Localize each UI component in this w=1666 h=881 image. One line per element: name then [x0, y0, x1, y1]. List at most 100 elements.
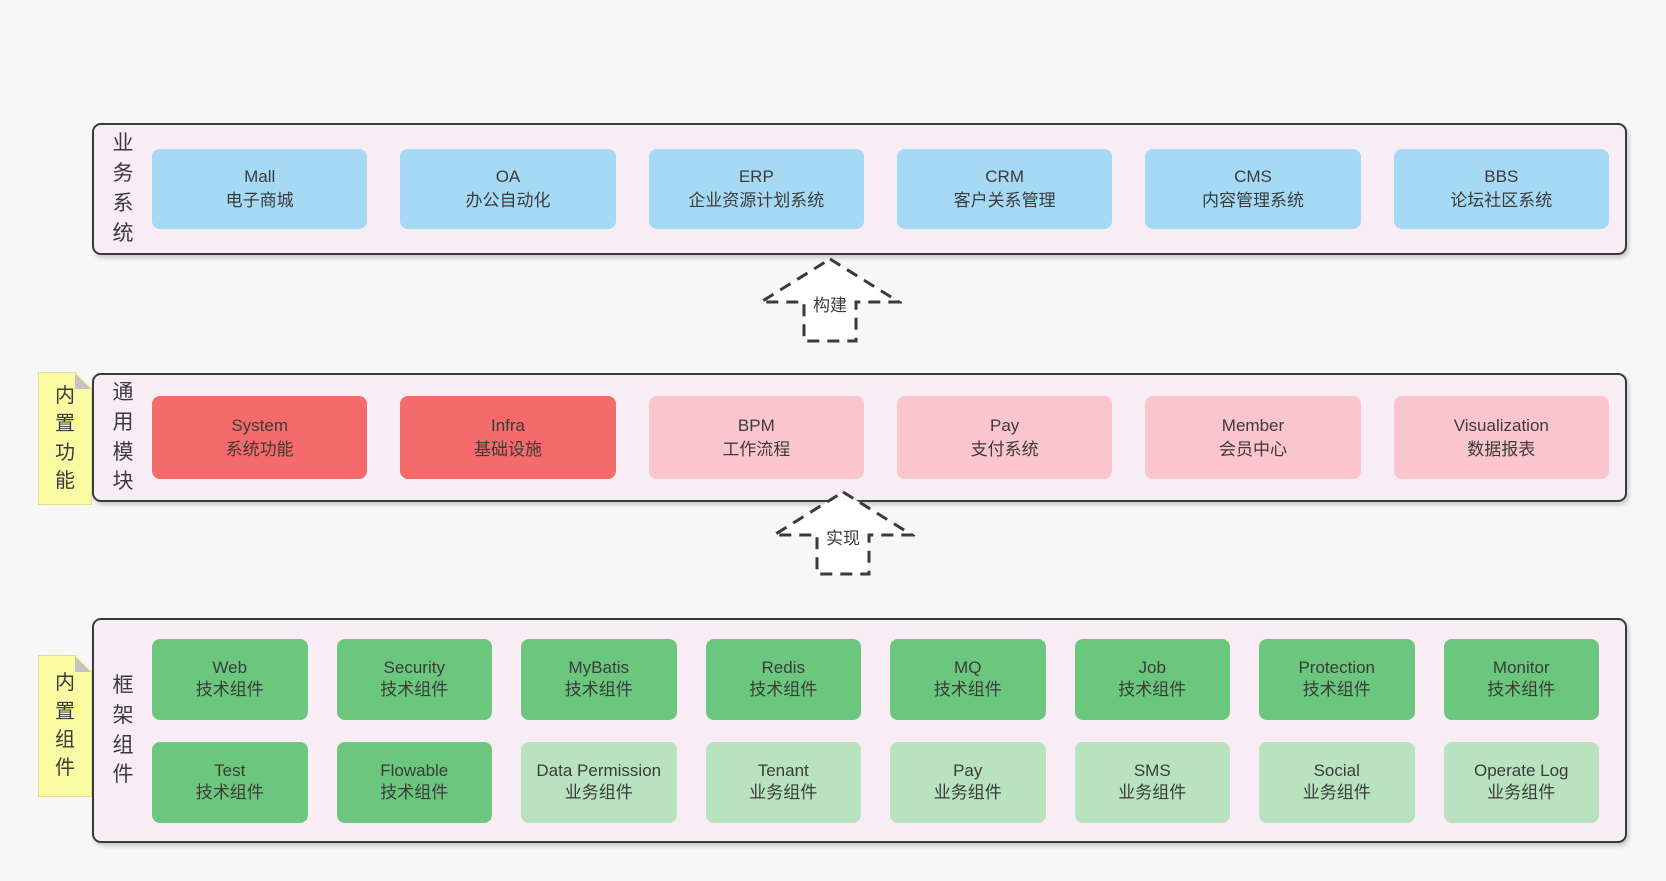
box-subtitle: 基础设施 — [473, 439, 542, 459]
box-title: MQ — [954, 657, 982, 677]
box-subtitle: 技术组件 — [380, 783, 449, 802]
box-subtitle: 会员中心 — [1218, 439, 1287, 459]
box-title: MyBatis — [568, 657, 629, 677]
modules-layer-label: 通用模块 — [112, 380, 134, 494]
box-title: CRM — [985, 167, 1024, 187]
box-mall: Mall 电子商城 — [152, 149, 368, 229]
box-title: Tenant — [757, 760, 809, 780]
sticky-label: 内置组件 — [55, 672, 75, 780]
framework-row-2: Test 技术组件 Flowable 技术组件 Data Permission … — [152, 741, 1599, 823]
box-title: SMS — [1133, 760, 1171, 780]
box-system: System 系统功能 — [152, 396, 368, 479]
box-title: Member — [1221, 415, 1285, 435]
box-crm: CRM 客户关系管理 — [896, 149, 1113, 229]
box-infra: Infra 基础设施 — [400, 396, 616, 479]
box-subtitle: 技术组件 — [195, 783, 264, 802]
box-title: System — [231, 415, 288, 435]
sticky-label: 内置功能 — [55, 384, 75, 492]
box-visualization: Visualization 数据报表 — [1393, 396, 1609, 479]
box-title: Infra — [490, 415, 525, 435]
business-boxes-row: Mall 电子商城 OA 办公自动化 ERP 企业资源计划系统 CRM 客户关系… — [152, 125, 1625, 253]
box-subtitle: 技术组件 — [933, 680, 1002, 699]
layer-label-column: 业务系统 — [94, 125, 152, 253]
box-redis: Redis 技术组件 — [705, 638, 861, 720]
box-title: OA — [495, 167, 521, 187]
business-systems-layer: 业务系统 Mall 电子商城 OA 办公自动化 ERP 企业资源计划系统 CRM… — [92, 123, 1627, 255]
box-title: Test — [214, 760, 246, 780]
box-title: ERP — [738, 167, 774, 187]
box-pay-component: Pay 业务组件 — [890, 741, 1046, 823]
box-subtitle: 技术组件 — [564, 680, 633, 699]
box-title: Operate Log — [1473, 760, 1569, 780]
box-title: Data Permission — [536, 760, 662, 780]
box-subtitle: 工作流程 — [722, 439, 791, 459]
implement-arrow-label: 实现 — [823, 521, 863, 551]
box-tenant: Tenant 业务组件 — [705, 741, 861, 823]
box-bbs: BBS 论坛社区系统 — [1393, 149, 1609, 229]
box-mq: MQ 技术组件 — [890, 638, 1046, 720]
box-test: Test 技术组件 — [152, 741, 308, 823]
framework-boxes-grid: Web 技术组件 Security 技术组件 MyBatis 技术组件 Redi… — [152, 620, 1625, 841]
layer-label-column: 通用模块 — [94, 375, 152, 500]
box-subtitle: 内容管理系统 — [1201, 191, 1304, 210]
box-subtitle: 业务组件 — [1487, 783, 1556, 802]
box-member: Member 会员中心 — [1145, 396, 1361, 479]
box-subtitle: 业务组件 — [933, 783, 1002, 802]
box-title: Web — [212, 657, 248, 677]
box-subtitle: 客户关系管理 — [953, 191, 1056, 210]
box-data-permission: Data Permission 业务组件 — [521, 741, 677, 823]
folded-corner-icon — [75, 373, 91, 389]
box-title: Pay — [990, 415, 1020, 435]
box-operate-log: Operate Log 业务组件 — [1443, 741, 1599, 823]
modules-boxes-row: System 系统功能 Infra 基础设施 BPM 工作流程 Pay 支付系统… — [152, 375, 1625, 500]
box-bpm: BPM 工作流程 — [648, 396, 864, 479]
box-subtitle: 技术组件 — [1118, 680, 1187, 699]
box-title: Redis — [761, 657, 805, 677]
box-sms: SMS 业务组件 — [1074, 741, 1230, 823]
box-title: Monitor — [1492, 657, 1550, 677]
box-subtitle: 技术组件 — [749, 680, 818, 699]
box-subtitle: 业务组件 — [749, 783, 818, 802]
layer-label-column: 框架组件 — [94, 620, 152, 841]
box-monitor: Monitor 技术组件 — [1443, 638, 1599, 720]
box-pay-module: Pay 支付系统 — [896, 396, 1113, 479]
box-subtitle: 系统功能 — [225, 439, 294, 459]
box-erp: ERP 企业资源计划系统 — [648, 149, 864, 229]
box-title: Mall — [244, 167, 276, 187]
box-subtitle: 业务组件 — [1302, 783, 1371, 802]
box-subtitle: 办公自动化 — [465, 191, 551, 210]
box-cms: CMS 内容管理系统 — [1145, 149, 1361, 229]
box-title: Pay — [953, 760, 983, 780]
box-subtitle: 论坛社区系统 — [1450, 191, 1553, 210]
box-subtitle: 企业资源计划系统 — [688, 191, 825, 210]
box-subtitle: 业务组件 — [1118, 783, 1187, 802]
framework-layer-label: 框架组件 — [112, 673, 134, 787]
box-subtitle: 数据报表 — [1467, 439, 1536, 459]
build-arrow-icon: 构建 — [758, 256, 902, 344]
box-subtitle: 电子商城 — [225, 191, 294, 210]
box-title: BBS — [1484, 167, 1519, 187]
build-arrow-label: 构建 — [810, 288, 850, 318]
box-security: Security 技术组件 — [336, 638, 492, 720]
box-subtitle: 业务组件 — [564, 783, 633, 802]
box-title: BPM — [737, 415, 775, 435]
box-title: CMS — [1234, 167, 1272, 187]
box-subtitle: 技术组件 — [1302, 680, 1371, 699]
common-modules-layer: 通用模块 System 系统功能 Infra 基础设施 BPM 工作流程 Pay… — [92, 373, 1627, 502]
box-oa: OA 办公自动化 — [400, 149, 616, 229]
box-subtitle: 技术组件 — [380, 680, 449, 699]
business-layer-label: 业务系统 — [112, 132, 134, 245]
sticky-note-built-in-features: 内置功能 — [38, 372, 92, 505]
box-title: Protection — [1298, 657, 1376, 677]
box-web: Web 技术组件 — [152, 638, 308, 720]
box-flowable: Flowable 技术组件 — [336, 741, 492, 823]
box-mybatis: MyBatis 技术组件 — [521, 638, 677, 720]
box-subtitle: 支付系统 — [970, 439, 1039, 459]
box-protection: Protection 技术组件 — [1259, 638, 1415, 720]
box-title: Job — [1138, 657, 1166, 677]
box-subtitle: 技术组件 — [195, 680, 264, 699]
box-title: Flowable — [380, 760, 449, 780]
implement-arrow-icon: 实现 — [771, 489, 915, 577]
box-job: Job 技术组件 — [1074, 638, 1230, 720]
